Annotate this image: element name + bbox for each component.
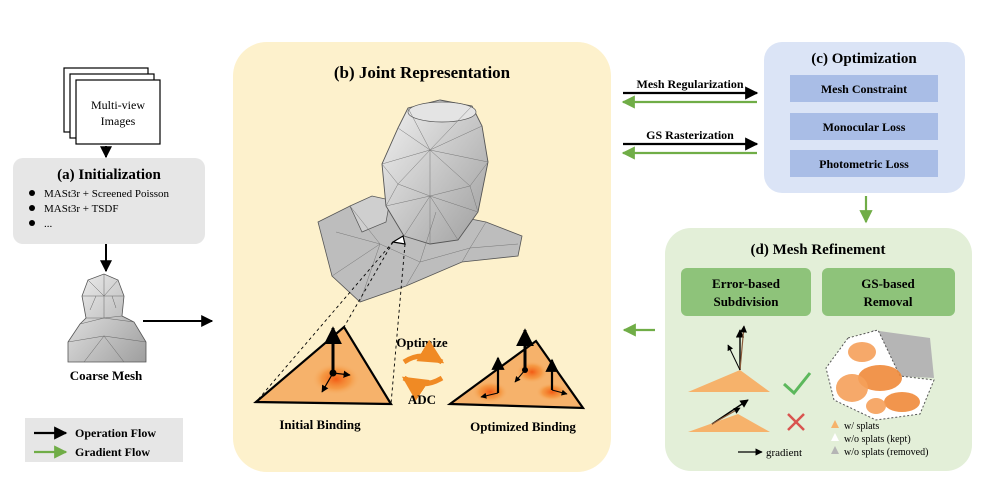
joint-title: (b) Joint Representation (334, 63, 511, 82)
subdivision-label-1: Error-based (712, 276, 781, 291)
optimize-arrow (402, 339, 445, 365)
joint-mesh-figure (317, 99, 523, 303)
removal-label-2: Removal (863, 294, 912, 309)
initialization-panel: (a) Initialization MASt3r + Screened Poi… (13, 158, 205, 244)
optimize-label: Optimize (396, 335, 447, 350)
refinement-title: (d) Mesh Refinement (751, 242, 886, 258)
optimization-item-0: Mesh Constraint (821, 82, 907, 96)
joint-representation-panel: (b) Joint Representation Initial Binding… (233, 42, 611, 472)
optimization-item-2: Photometric Loss (819, 157, 909, 171)
adc-label: ADC (408, 392, 436, 407)
subdivision-bad-case (688, 399, 770, 432)
subdivision-label-2: Subdivision (713, 294, 779, 309)
optimization-title: (c) Optimization (811, 51, 917, 67)
optimization-item-1: Monocular Loss (823, 120, 906, 134)
cross-icon (787, 413, 805, 431)
flow-mesh-regularization-label: Mesh Regularization (637, 77, 744, 91)
removal-label-1: GS-based (861, 276, 915, 291)
flow-legend: Operation Flow Gradient Flow (25, 418, 183, 462)
check-icon (782, 372, 812, 396)
init-item-1: MASt3r + TSDF (44, 203, 118, 215)
init-title: (a) Initialization (57, 167, 161, 183)
coarse-mesh-figure (67, 273, 147, 363)
refinement-panel: (d) Mesh Refinement Error-based Subdivis… (665, 228, 972, 471)
removal-legend-removed: w/o splats (removed) (844, 447, 928, 458)
optimized-binding-label: Optimized Binding (470, 419, 576, 434)
legend-operation: Operation Flow (75, 426, 156, 440)
optimization-panel: (c) Optimization Mesh Constraint Monocul… (764, 42, 965, 193)
gradient-legend-label: gradient (766, 447, 802, 459)
optimized-binding-triangle (446, 328, 586, 410)
init-item-0: MASt3r + Screened Poisson (44, 188, 170, 200)
removal-splat-figure (825, 329, 935, 421)
multiview-images-stack: Multi-view Images (63, 67, 161, 145)
multiview-label-1: Multi-view (91, 98, 145, 112)
removal-legend-splats: w/ splats (844, 421, 879, 432)
adc-arrow (401, 375, 444, 401)
subdivision-good-case (688, 325, 770, 392)
initial-binding-triangle (253, 325, 393, 406)
initial-binding-label: Initial Binding (279, 417, 361, 432)
flow-gs-rasterization-label: GS Rasterization (646, 128, 734, 142)
multiview-label-2: Images (101, 114, 136, 128)
coarse-mesh-label: Coarse Mesh (70, 368, 143, 383)
removal-legend-kept: w/o splats (kept) (844, 434, 911, 445)
legend-gradient: Gradient Flow (75, 445, 150, 459)
init-item-2: ... (44, 218, 53, 230)
